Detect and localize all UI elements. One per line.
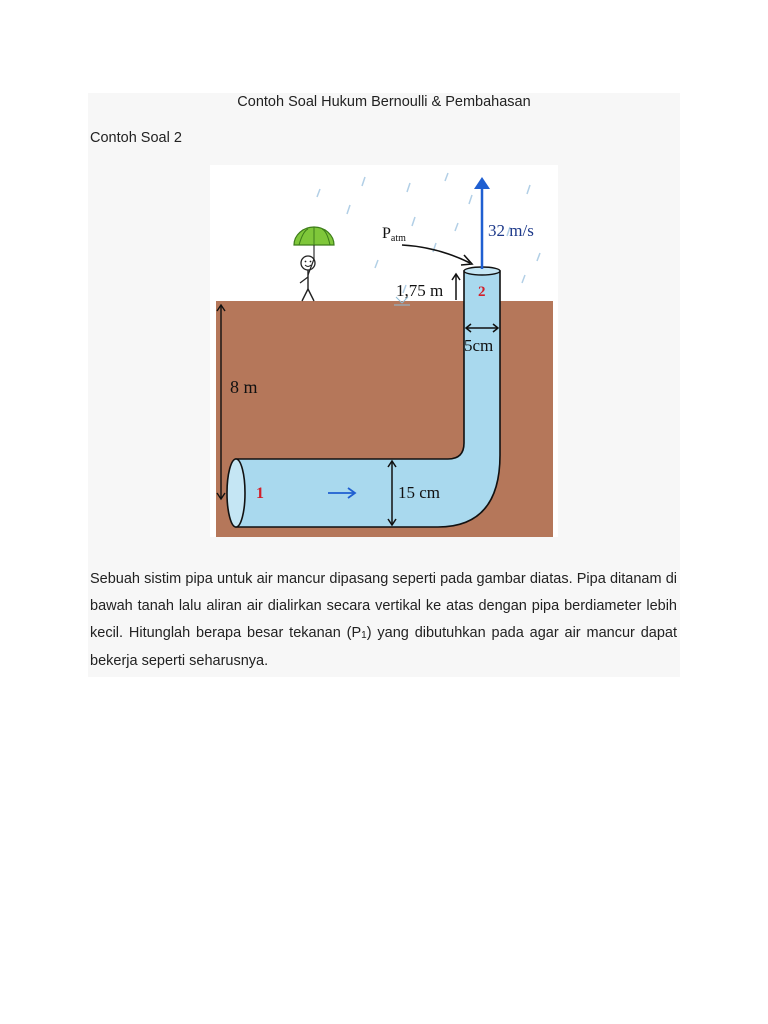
velocity-arrow-icon — [474, 177, 490, 269]
section-heading: Contoh Soal 2 — [90, 130, 182, 146]
pipe-horizontal — [235, 270, 501, 528]
splash-icon — [394, 296, 410, 306]
paragraph-subscript: 1 — [361, 630, 367, 641]
paragraph-text-part1: Sebuah sistim pipa untuk air mancur dipa… — [90, 571, 677, 641]
paragraph-text-part2: ) yang dibutuhkan pada agar air mancur d… — [90, 625, 677, 669]
pipe-opening-1 — [226, 458, 246, 528]
velocity-label: 32 m/s — [488, 221, 534, 240]
p-atm-arrow — [401, 244, 471, 264]
height-arrow-icon — [451, 272, 461, 300]
point-2-label: 2 — [478, 284, 486, 300]
depth-label: 8 m — [230, 377, 258, 397]
flow-direction-arrow-icon — [328, 487, 357, 499]
document-content: Contoh Soal Hukum Bernoulli & Pembahasan… — [88, 93, 680, 677]
p-atm-label: Patm — [382, 225, 406, 244]
rain-drops-icon — [316, 172, 541, 294]
person-with-umbrella-icon — [293, 226, 335, 302]
bernoulli-pipe-diagram: 32 m/s Patm 1,75 m 2 5cm 8 m 1 — [210, 165, 558, 537]
depth-arrow-icon — [216, 303, 226, 501]
document-title: Contoh Soal Hukum Bernoulli & Pembahasan — [237, 94, 531, 110]
small-diameter-label: 5cm — [464, 336, 493, 355]
large-diameter-arrow-icon — [387, 459, 397, 527]
small-diameter-arrow-icon — [464, 323, 500, 333]
point-1-label: 1 — [256, 485, 264, 502]
problem-paragraph: Sebuah sistim pipa untuk air mancur dipa… — [90, 566, 677, 675]
large-diameter-label: 15 cm — [398, 483, 440, 502]
height-above-label: 1,75 m — [396, 281, 443, 300]
